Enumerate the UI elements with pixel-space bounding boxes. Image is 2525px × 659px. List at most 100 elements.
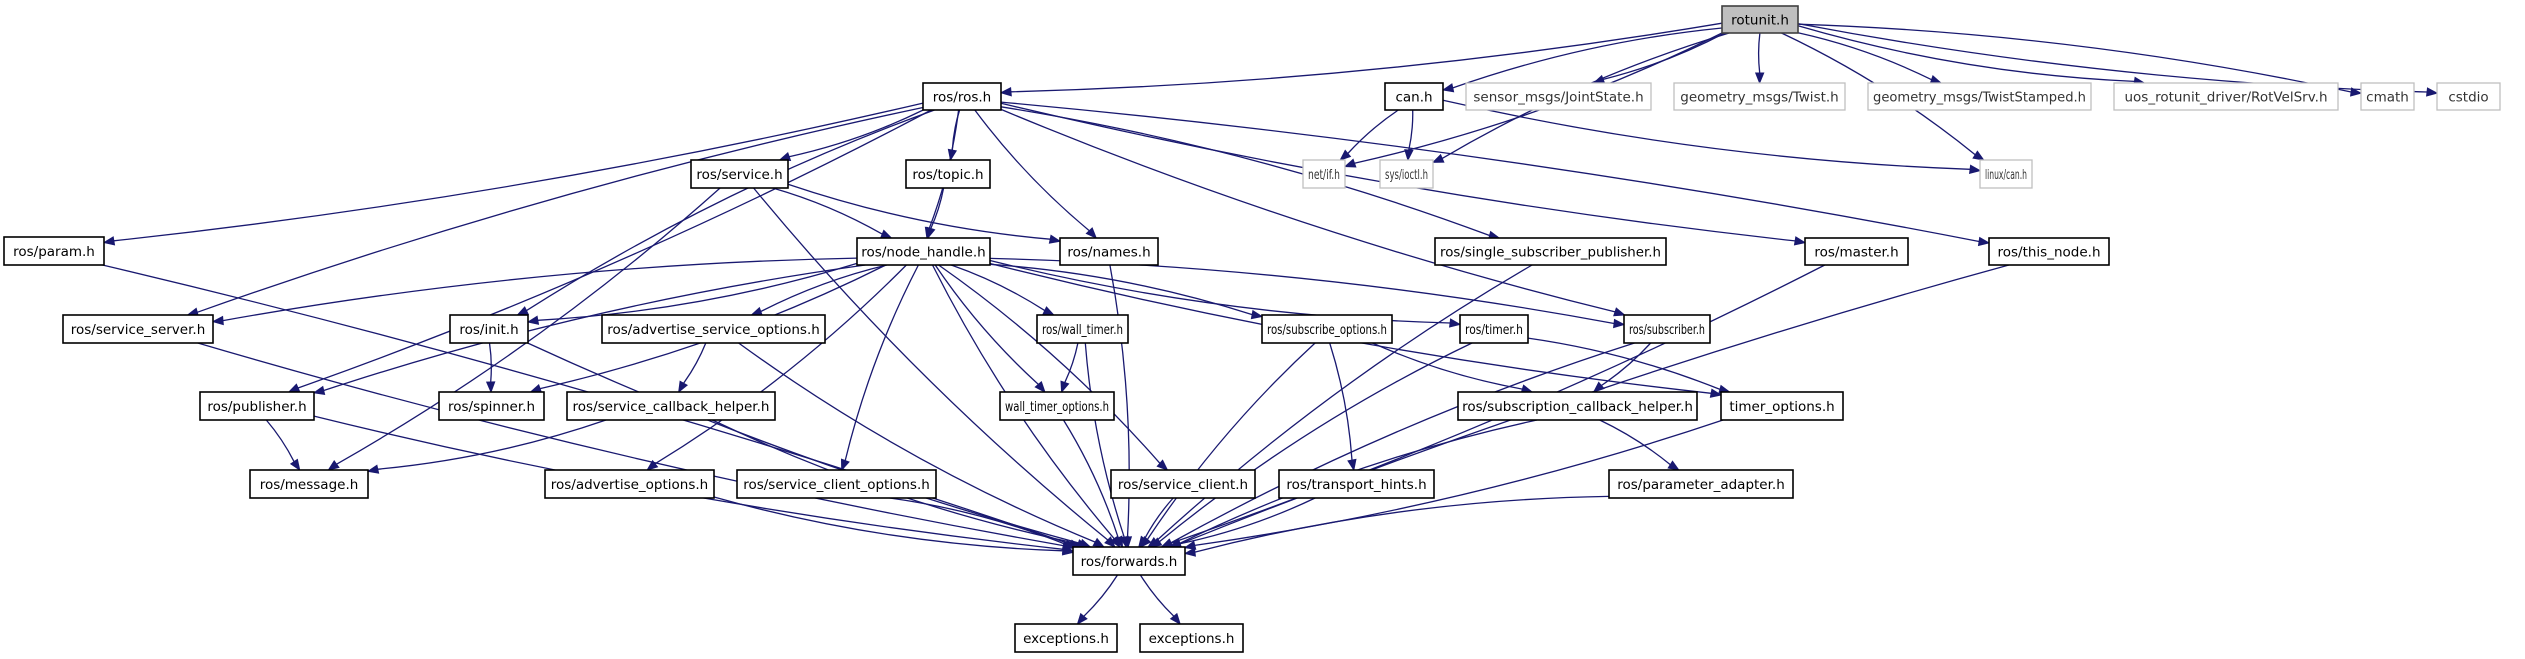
node-label: linux/can.h [1985, 167, 2027, 183]
node-this-node[interactable]: ros/this_node.h [1988, 237, 2110, 266]
node-subscriber[interactable]: ros/subscriber.h [1623, 314, 1711, 344]
node-label: ros/ros.h [933, 90, 992, 106]
node-timer[interactable]: ros/timer.h [1459, 314, 1529, 344]
node-label: ros/advertise_options.h [551, 477, 709, 493]
edge-line [1452, 27, 1723, 89]
node-box [449, 314, 529, 344]
edge-line [1170, 342, 1635, 544]
node-box [2436, 82, 2501, 111]
arrowhead-icon [1972, 150, 1985, 161]
arrowhead-icon [1613, 307, 1626, 317]
node-timer-opts[interactable]: timer_options.h [1720, 391, 1844, 421]
node-box [1384, 82, 1444, 111]
node-node-handle[interactable]: ros/node_handle.h [856, 237, 991, 266]
edge-param_adapter-to-forwards [1183, 495, 1610, 557]
node-exceptions2[interactable]: exceptions.h [1139, 623, 1244, 653]
node-label: ros/subscriber.h [1629, 322, 1705, 338]
arrowhead-icon [1250, 309, 1264, 320]
edge-line [1194, 495, 1610, 553]
node-wall-timer-opts[interactable]: wall_timer_options.h [999, 391, 1115, 421]
edge-line [683, 342, 707, 384]
node-label: ros/master.h [1814, 245, 1898, 261]
node-adv-opts[interactable]: ros/advertise_options.h [544, 469, 715, 499]
arrowhead-icon [516, 306, 529, 316]
node-rotunit[interactable]: rotunit.h [1721, 5, 1799, 34]
edge-node_handle-to-srv_client [938, 264, 1169, 471]
node-srv-cb-helper[interactable]: ros/service_callback_helper.h [566, 391, 776, 421]
edge-line [889, 497, 1067, 546]
node-box [1110, 469, 1256, 499]
node-label: ros/transport_hints.h [1286, 477, 1426, 493]
edge-line [1797, 22, 2428, 93]
node-exceptions1[interactable]: exceptions.h [1014, 623, 1118, 653]
edge-init-to-spinner [485, 342, 496, 394]
node-label: ros/timer.h [1465, 322, 1523, 338]
edge-timer_opts-to-forwards [1183, 419, 1724, 550]
node-label: ros/service_client.h [1118, 477, 1248, 493]
node-forwards[interactable]: ros/forwards.h [1072, 546, 1186, 576]
node-box [1465, 82, 1652, 111]
edge-line [1139, 574, 1175, 617]
edge-can-to-ioctl [1404, 109, 1414, 162]
node-netif: net/if.h [1302, 159, 1346, 189]
node-ros-ros[interactable]: ros/ros.h [922, 82, 1002, 111]
node-label: ros/service_callback_helper.h [573, 399, 770, 415]
node-can[interactable]: can.h [1384, 82, 1444, 111]
edge-line [772, 187, 883, 235]
node-sub-cb-helper[interactable]: ros/subscription_callback_helper.h [1457, 391, 1698, 421]
arrowhead-icon [1793, 236, 1807, 246]
node-box [601, 314, 826, 344]
node-box [438, 391, 545, 421]
node-service[interactable]: ros/service.h [690, 159, 789, 189]
node-publisher[interactable]: ros/publisher.h [199, 391, 315, 421]
node-box [1278, 469, 1435, 499]
node-single-sub-pub[interactable]: ros/single_subscriber_publisher.h [1434, 237, 1667, 266]
edge-line [950, 264, 1046, 312]
edge-node_handle-to-srv_client_opts [840, 264, 919, 472]
arrowhead-icon [840, 458, 850, 472]
edge-line [788, 109, 924, 158]
node-param[interactable]: ros/param.h [3, 236, 105, 266]
node-box [544, 469, 715, 499]
edge-node_handle-to-adv_srv_opts [750, 264, 888, 316]
arrowhead-icon [312, 385, 326, 396]
node-message[interactable]: ros/message.h [249, 469, 369, 499]
node-master[interactable]: ros/master.h [1804, 237, 1909, 266]
node-box [1014, 623, 1118, 653]
node-srv-client[interactable]: ros/service_client.h [1110, 469, 1256, 499]
arrowhead-icon [289, 458, 301, 472]
edge-forwards-to-exceptions1 [1076, 574, 1119, 626]
edge-line [989, 259, 1451, 324]
node-wall-timer[interactable]: ros/wall_timer.h [1036, 314, 1129, 344]
edge-line [1599, 419, 1671, 466]
node-box [2113, 82, 2339, 111]
node-box [199, 391, 315, 421]
arrowhead-icon [1339, 149, 1352, 161]
node-box [1979, 159, 2033, 189]
node-box [1459, 314, 1529, 344]
node-service-server[interactable]: ros/service_server.h [62, 314, 214, 344]
edge-line [1194, 419, 1724, 547]
node-box [1139, 623, 1244, 653]
node-srv-client-opts[interactable]: ros/service_client_options.h [736, 469, 937, 499]
node-label: sensor_msgs/JointState.h [1473, 90, 1643, 106]
node-param-adapter[interactable]: ros/parameter_adapter.h [1608, 469, 1794, 499]
node-box [1434, 237, 1667, 266]
node-box [1721, 5, 1799, 34]
edge-line [1797, 23, 2352, 93]
arrowhead-icon [1592, 381, 1605, 393]
edge-sub_cb_helper-to-param_adapter [1599, 419, 1680, 471]
node-label: ros/wall_timer.h [1042, 322, 1123, 338]
edge-line [1527, 337, 1721, 391]
edge-rotunit-to-ros_ros [999, 22, 1723, 97]
node-topic[interactable]: ros/topic.h [905, 159, 991, 189]
node-init[interactable]: ros/init.h [449, 314, 529, 344]
node-adv-srv-opts[interactable]: ros/advertise_service_options.h [601, 314, 826, 344]
edge-subscriber-to-forwards [1160, 342, 1635, 548]
node-subscribe-opts[interactable]: ros/subscribe_options.h [1261, 314, 1393, 344]
node-spinner[interactable]: ros/spinner.h [438, 391, 545, 421]
node-names[interactable]: ros/names.h [1059, 237, 1159, 266]
edge-line [1797, 32, 1932, 81]
node-transport-hints[interactable]: ros/transport_hints.h [1278, 469, 1435, 499]
edge-node_handle-to-init [526, 262, 858, 325]
